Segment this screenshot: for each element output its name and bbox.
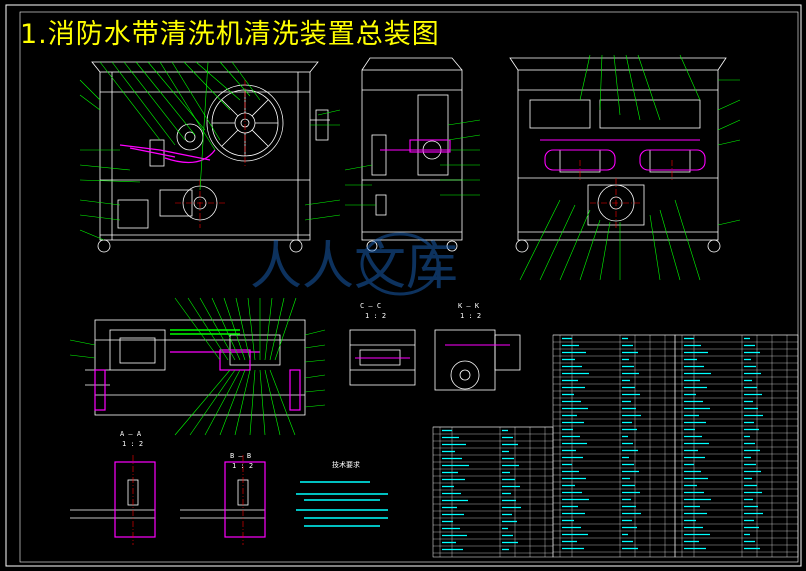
top-view-leaders <box>69 297 326 436</box>
sheet-border <box>5 4 802 567</box>
rear-view-leaders <box>519 54 741 281</box>
section-centerlines <box>132 455 244 545</box>
watermark: 人人文库 <box>250 232 520 306</box>
section-aa-label: A – A <box>120 430 142 438</box>
rear-view-highlight <box>540 139 706 171</box>
front-view-highlight <box>119 144 216 164</box>
parts-list-rows <box>433 334 798 554</box>
top-view <box>85 319 306 416</box>
side-view-highlight <box>380 139 451 153</box>
section-kk-scale: 1 : 2 <box>460 312 482 320</box>
parts-list-text <box>442 337 763 551</box>
section-kk-label: K – K <box>458 302 480 310</box>
rear-view-centerlines <box>579 160 673 228</box>
section-cc-label: C – C <box>360 302 382 310</box>
front-view-leaders <box>79 61 341 241</box>
section-aa-highlight <box>114 461 156 538</box>
section-bb-highlight <box>224 461 266 538</box>
watermark-text: 人人文库 <box>250 237 458 297</box>
section-cc-scale: 1 : 2 <box>365 312 387 320</box>
section-kk <box>434 329 521 391</box>
drawing-title: 1.消防水带清洗机清洗装置总装图 <box>20 19 440 50</box>
section-bb-scale: 1 : 2 <box>232 462 254 470</box>
side-view-leaders <box>344 119 481 206</box>
technical-notes-title: 技术要求 <box>332 461 360 469</box>
notes-lines <box>296 481 388 527</box>
parts-list-cols <box>439 335 788 557</box>
section-aa-scale: 1 : 2 <box>122 440 144 448</box>
section-bb-label: B – B <box>230 452 252 460</box>
inner-border <box>19 11 799 563</box>
